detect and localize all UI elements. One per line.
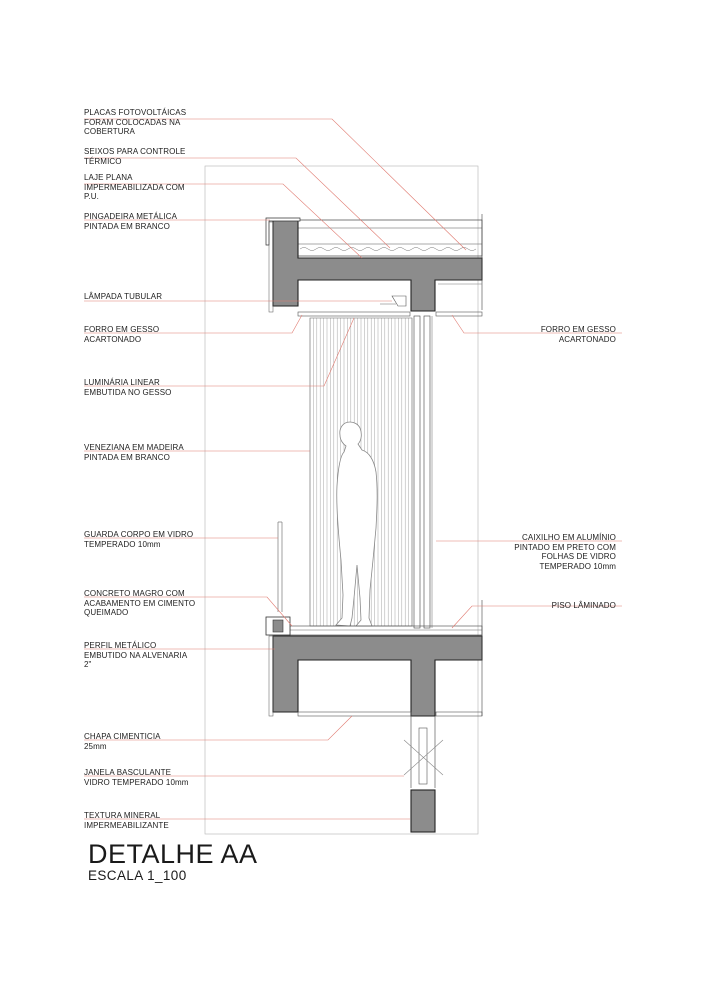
label-seixos: SEIXOS PARA CONTROLE TÉRMICO <box>84 147 186 166</box>
pivot-window <box>403 716 444 788</box>
label-textura: TEXTURA MINERAL IMPERMEABILIZANTE <box>84 811 169 830</box>
roof-gravel-layer <box>297 219 483 257</box>
drawing-title: DETALHE AA <box>88 839 258 869</box>
label-forro-left: FORRO EM GESSO ACARTONADO <box>84 325 160 344</box>
label-veneziana: VENEZIANA EM MADEIRA PINTADA EM BRANCO <box>84 443 184 462</box>
human-figure <box>335 421 378 627</box>
window-frame <box>413 315 433 629</box>
cement-board <box>297 711 412 717</box>
label-forro-right: FORRO EM GESSO ACARTONADO <box>540 325 616 344</box>
label-janela: JANELA BASCULANTE VIDRO TEMPERADO 10mm <box>84 768 189 787</box>
label-lampada: LÂMPADA TUBULAR <box>84 292 163 301</box>
label-luminaria: LUMINÁRIA LINEAR EMBUTIDA NO GESSO <box>84 378 172 397</box>
leader-forro-left <box>84 314 303 334</box>
label-guarda: GUARDA CORPO EM VIDRO TEMPERADO 10mm <box>84 530 194 549</box>
drawing-scale: ESCALA 1_100 <box>88 868 187 883</box>
label-laje: LAJE PLANA IMPERMEABILIZADA COM P.U. <box>84 173 185 201</box>
leader-concreto <box>84 596 293 627</box>
label-perfil: PERFIL METÁLICO EMBUTIDO NA ALVENARIA 2" <box>84 641 188 669</box>
roof-slab <box>265 214 483 313</box>
label-caixilho: CAIXILHO EM ALUMÍNIO PINTADO EM PRETO CO… <box>514 533 616 571</box>
tubular-lamp <box>391 295 407 307</box>
leader-piso <box>451 605 622 629</box>
glass-guardrail <box>277 521 283 612</box>
gypsum-ceiling-left <box>297 311 411 317</box>
gravel-texture <box>299 247 477 251</box>
pingadeira-flashing <box>265 217 301 246</box>
label-pingadeira: PINGADEIRA METÁLICA PINTADA EM BRANCO <box>84 212 178 231</box>
wall-below <box>410 789 436 833</box>
floor-screed <box>289 625 483 636</box>
leader-forro-right <box>451 314 622 334</box>
leader-seixos <box>84 157 391 249</box>
leader-chapa <box>84 715 353 741</box>
label-placas: PLACAS FOTOVOLTÁICAS FORAM COLOCADAS NA … <box>84 108 187 136</box>
label-piso: PISO LÂMINADO <box>551 601 616 610</box>
leader-placas <box>84 118 467 251</box>
drawing-frame <box>204 165 479 835</box>
floor-slab <box>265 600 483 717</box>
floor-concrete <box>272 635 483 717</box>
gypsum-ceiling-right <box>435 311 483 317</box>
leader-luminaria <box>84 317 355 387</box>
label-chapa: CHAPA CIMENTICIA 25mm <box>84 732 161 751</box>
leader-laje <box>84 183 363 259</box>
annotation-leaders <box>84 118 622 820</box>
roof-concrete <box>272 219 483 312</box>
label-concreto: CONCRETO MAGRO COM ACABAMENTO EM CIMENTO… <box>84 589 196 617</box>
